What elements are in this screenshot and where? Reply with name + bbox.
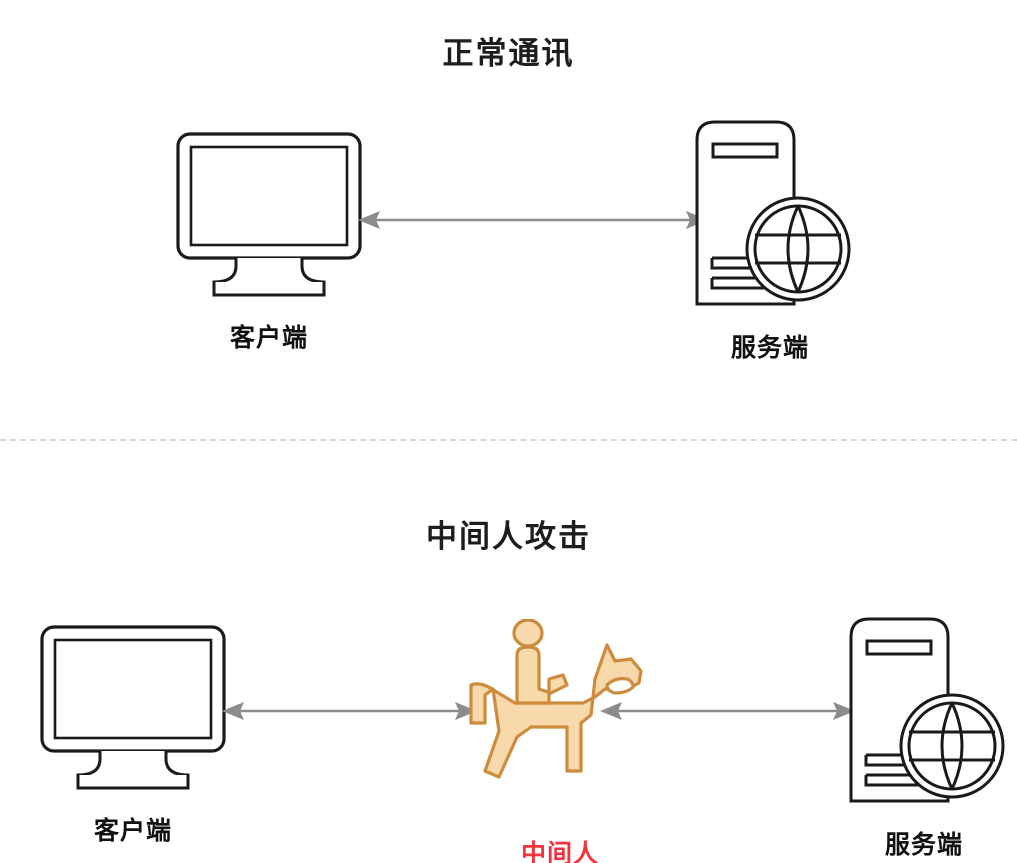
node-client-mitm (38, 623, 228, 808)
arrow-attacker-server (600, 696, 855, 726)
section-title-normal: 正常通讯 (442, 36, 575, 71)
desktop-monitor-icon (176, 132, 362, 297)
node-server-normal (694, 118, 854, 313)
section-normal-communication: 正常通讯 客户端 (174, 36, 854, 362)
section-mitm-attack: 中间人攻击 客户端 (0, 441, 1017, 863)
node-server-mitm (848, 615, 1008, 810)
server-tower-globe-icon (695, 120, 851, 306)
section-title-mitm: 中间人攻击 (426, 519, 591, 554)
section-divider (0, 439, 1017, 441)
trojan-horse-rider-icon (469, 619, 643, 779)
node-attacker-mitm (455, 619, 655, 799)
node-label-server-normal: 服务端 (730, 334, 809, 362)
arrow-client-attacker (222, 696, 477, 726)
server-tower-globe-icon (849, 617, 1005, 803)
node-label-server-mitm: 服务端 (884, 831, 963, 859)
arrow-client-server-normal (358, 205, 708, 235)
node-label-attacker-mitm: 中间人 (520, 840, 599, 863)
node-label-client-normal: 客户端 (229, 324, 308, 352)
desktop-monitor-icon (40, 625, 226, 790)
node-label-client-mitm: 客户端 (93, 817, 172, 845)
node-client-normal (174, 130, 364, 315)
